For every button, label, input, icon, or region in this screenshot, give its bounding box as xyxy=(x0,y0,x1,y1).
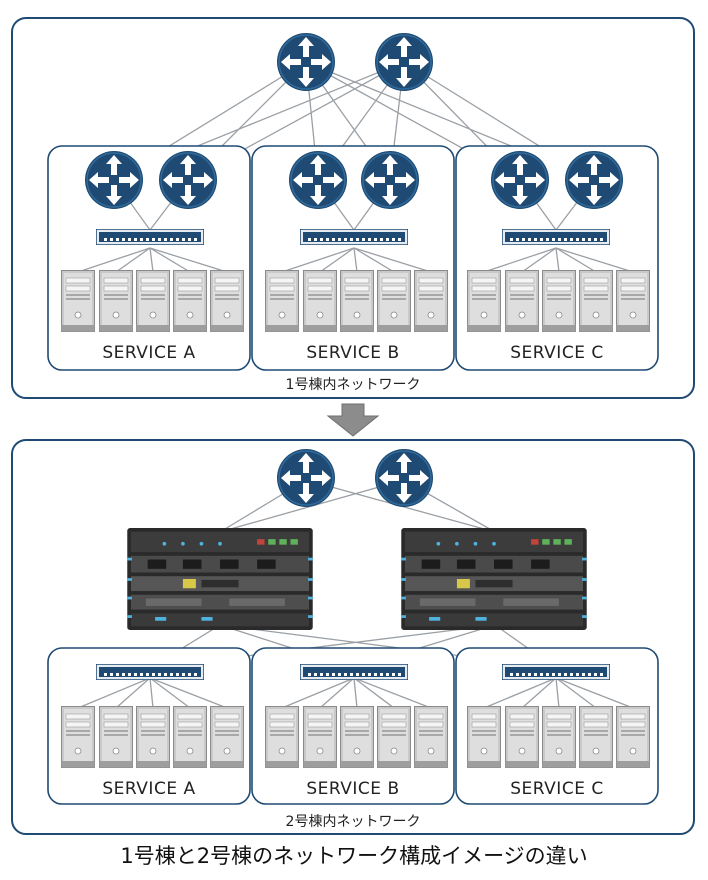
building1-servers xyxy=(61,270,650,332)
server-icon xyxy=(579,270,613,332)
switch-icon xyxy=(96,229,204,245)
router-icon xyxy=(374,32,434,92)
server-icon xyxy=(377,706,411,768)
router-icon xyxy=(276,448,336,508)
server-icon xyxy=(173,270,207,332)
building1-group-b xyxy=(251,145,455,371)
service-label: SERVICE A xyxy=(102,343,195,363)
server-icon xyxy=(616,270,650,332)
building1-group-links xyxy=(77,179,634,273)
router-icon xyxy=(288,150,348,210)
server-icon xyxy=(542,270,576,332)
server-icon xyxy=(579,706,613,768)
server-icon xyxy=(210,706,244,768)
switch-icon xyxy=(502,229,610,245)
server-icon xyxy=(265,270,299,332)
service-label: SERVICE A xyxy=(102,779,195,799)
server-icon xyxy=(136,706,170,768)
chassis-switch-icon xyxy=(127,528,313,630)
server-icon xyxy=(340,706,374,768)
service-label: SERVICE B xyxy=(306,343,399,363)
down-arrow-icon xyxy=(326,403,380,437)
server-icon xyxy=(414,270,448,332)
server-icon xyxy=(136,270,170,332)
server-icon xyxy=(303,706,337,768)
server-icon xyxy=(173,706,207,768)
chassis-switch-icon xyxy=(401,528,587,630)
server-icon xyxy=(616,706,650,768)
server-icon xyxy=(61,706,95,768)
server-icon xyxy=(467,270,501,332)
server-icon xyxy=(467,706,501,768)
router-icon xyxy=(276,32,336,92)
server-icon xyxy=(210,270,244,332)
server-icon xyxy=(61,270,95,332)
service-label: SERVICE B xyxy=(306,779,399,799)
server-icon xyxy=(265,706,299,768)
building1-group-a xyxy=(47,145,251,371)
server-icon xyxy=(505,270,539,332)
switch-icon xyxy=(96,664,204,680)
service-label: SERVICE C xyxy=(510,779,603,799)
server-icon xyxy=(414,706,448,768)
building2-network-label: 2号棟内ネットワーク xyxy=(286,814,421,830)
router-icon xyxy=(84,150,144,210)
figure-caption: 1号棟と2号棟のネットワーク構成イメージの違い xyxy=(120,844,588,868)
server-icon xyxy=(542,706,576,768)
router-icon xyxy=(490,150,550,210)
server-icon xyxy=(377,270,411,332)
server-icon xyxy=(505,706,539,768)
switch-icon xyxy=(300,664,408,680)
router-icon xyxy=(564,150,624,210)
server-icon xyxy=(340,270,374,332)
router-icon xyxy=(360,150,420,210)
server-icon xyxy=(99,270,133,332)
router-icon xyxy=(374,448,434,508)
building2-servers xyxy=(61,706,650,768)
switch-icon xyxy=(300,229,408,245)
service-label: SERVICE C xyxy=(510,343,603,363)
server-icon xyxy=(303,270,337,332)
building1-network-label: 1号棟内ネットワーク xyxy=(286,377,421,393)
switch-icon xyxy=(502,664,610,680)
router-icon xyxy=(158,150,218,210)
building2-group-links xyxy=(77,677,634,709)
server-icon xyxy=(99,706,133,768)
